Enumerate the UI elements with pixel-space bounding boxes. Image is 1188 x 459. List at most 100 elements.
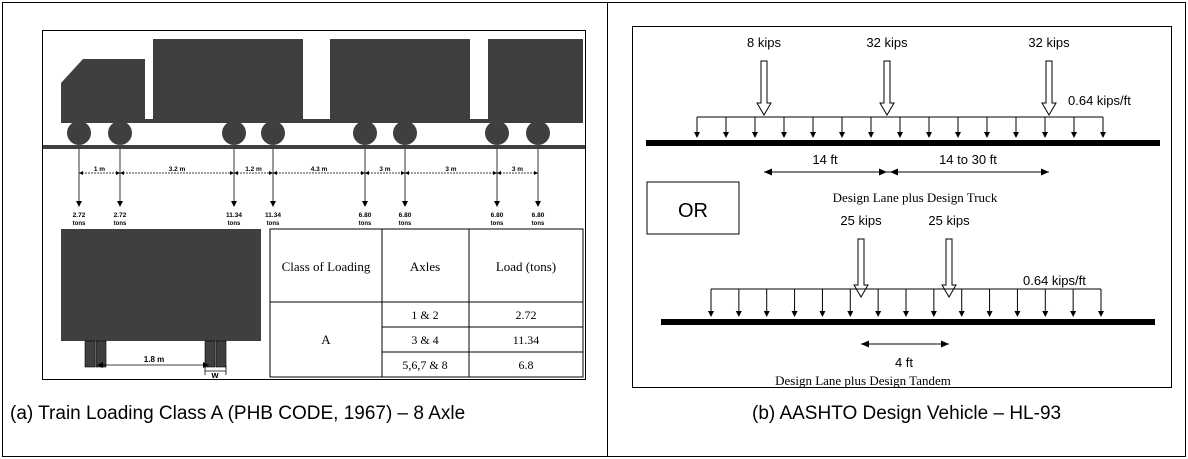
wheel-3 [222,121,246,145]
axle-load-unit: tons [491,221,504,227]
rear-view-body [61,229,261,341]
axle-load-value: 11.34 [265,212,281,219]
tandem-lane-arrowhead [958,311,965,317]
tandem-lane-arrowhead [708,311,714,317]
tandem-beam [661,319,1155,325]
truck-lane-arrowhead [752,132,758,138]
truck-title: Design Lane plus Design Truck [833,190,998,205]
table-cell-axles: 1 & 2 [411,308,438,322]
spacing-label: 1.2 m [245,166,262,173]
tandem-lane-arrowhead [1042,311,1049,317]
axle-load-value: 6.80 [532,212,545,219]
tandem-lane-arrowhead [763,311,770,317]
left-caption: (a) Train Loading Class A (PHB CODE, 196… [10,403,466,424]
wheel-2 [108,121,132,145]
rear-wheel-right-b [215,340,227,368]
tandem-lane-arrowhead [903,311,909,317]
track-width-label: 1.8 m [144,355,164,364]
axle-load-arrow-7 [494,201,500,207]
truck-lane-arrowhead [1013,132,1019,138]
tandem-lane-load-label: 0.64 kips/ft [1023,273,1086,288]
truck-lane-arrowhead [868,132,874,138]
truck-lane-arrowhead [984,132,990,138]
truck-cab [61,59,145,119]
truck-lane-arrowhead [810,132,816,138]
truck-spacing1-label: 14 ft [812,152,838,167]
truck-load-arrow-3 [1041,60,1057,116]
axle-load-unit: tons [532,221,545,227]
spacing-label: 3 m [445,166,456,173]
axle-load-unit: tons [73,221,86,227]
truck-lane-arrowhead [1071,132,1077,138]
axle-load-value: 2.72 [73,212,86,219]
axle-load-arrow-4 [270,201,276,207]
truck-load-label: 8 kips [747,35,781,50]
truck-load-label: 32 kips [1028,35,1070,50]
tandem-load-arrow-2 [941,238,957,298]
loading-table: Class of Loading Axles Load (tons) A 1 &… [269,228,584,378]
tandem-lane-arrowhead [1098,311,1104,317]
tandem-lane-arrowhead [875,311,882,317]
axle-load-unit: tons [359,221,372,227]
table-cell-load: 6.8 [519,358,534,372]
table-cell-load: 2.72 [516,308,537,322]
wheel-1 [67,121,91,145]
truck-lane-arrowhead [897,132,903,138]
axle-load-value: 6.80 [399,212,412,219]
tandem-load-label: 25 kips [840,213,882,228]
axle-load-arrow-1 [76,201,82,207]
tandem-load-label: 25 kips [928,213,970,228]
trailer-2 [330,39,470,119]
truck-lane-load-label: 0.64 kips/ft [1068,93,1131,108]
tandem-lane-arrowhead [791,311,798,317]
truck-lane-arrowhead [839,132,845,138]
table-header-load: Load (tons) [496,259,556,274]
table-cell-axles: 5,6,7 & 8 [402,358,447,372]
axle-load-arrow-8 [535,201,541,207]
axle-load-arrow-3 [231,201,237,207]
axle-load-arrow-2 [117,201,123,207]
axle-load-unit: tons [228,221,241,227]
tandem-lane-arrowhead [819,311,826,317]
spacing-label: 3 m [379,166,390,173]
truck-lane-arrowhead [926,132,932,138]
spacing-label: 3 m [512,166,523,173]
table-header-class: Class of Loading [282,259,371,274]
axle-load-unit: tons [399,221,412,227]
tandem-lane-arrowhead [735,311,742,317]
truck-load-arrow-2 [879,60,895,116]
truck-lane-arrowhead [955,132,961,138]
truck-lane-arrowhead [1100,132,1106,138]
tandem-spacing-label: 4 ft [895,355,913,370]
table-cell-axles: 3 & 4 [411,333,438,347]
wheel-7 [485,121,509,145]
wheel-8 [526,121,550,145]
truck-spacing2-label: 14 to 30 ft [939,152,997,167]
table-cell-load: 11.34 [513,333,540,347]
truck-load-arrow-1 [756,60,772,116]
spacing-label: 1 m [94,166,105,173]
truck-lane-arrowhead [694,132,700,138]
panel-divider [607,2,608,457]
spacing-arrows-3 [234,171,273,175]
road-surface [43,145,585,149]
trailer-1 [153,39,303,119]
truck-lane-arrowhead [1042,132,1048,138]
truck-load-label: 32 kips [866,35,908,50]
chassis [61,119,583,123]
axle-load-value: 11.34 [226,212,242,219]
tandem-lane-arrowhead [847,311,854,317]
spacing-label: 3.2 m [169,166,186,173]
tandem-lane-arrowhead [930,311,937,317]
axle-load-arrow-6 [402,201,408,207]
table-cell-class: A [321,332,331,347]
spacing-arrows-5 [365,171,405,175]
rear-wheel-right-a [204,340,216,368]
truck-beam [646,140,1160,146]
axle-load-value: 6.80 [359,212,372,219]
